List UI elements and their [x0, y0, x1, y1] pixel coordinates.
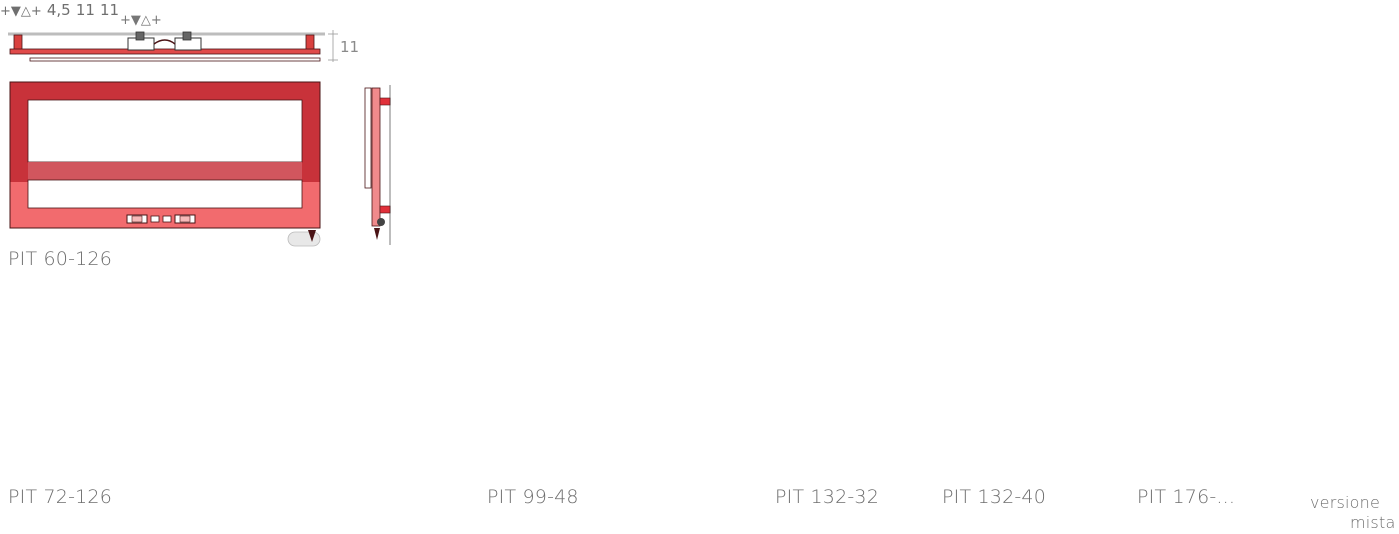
label-pit-72-126: PIT 72-126: [8, 486, 113, 508]
label-pit-132-32: PIT 132-32: [775, 486, 880, 508]
dimension-label-3: 11: [75, 1, 95, 19]
label-pit-99-48: PIT 99-48: [487, 486, 579, 508]
top-view-1: +▼△+ 11: [8, 13, 359, 62]
label-pit-176: PIT 176-...: [1137, 486, 1236, 508]
label-mista: mista: [1350, 513, 1396, 532]
dimension-label-2: 4,5: [46, 1, 71, 19]
label-pit-132-40: PIT 132-40: [942, 486, 1047, 508]
dimension-label-4: 11: [100, 1, 120, 19]
label-pit-60-126: PIT 60-126: [8, 248, 113, 270]
flow-symbol-2: +▼△+: [0, 4, 42, 19]
dimension-label-1: 11: [340, 38, 359, 56]
label-versione: versione: [1310, 493, 1381, 512]
side-view-4: 11: [100, 0, 119, 19]
side-view-1: [364, 85, 391, 245]
flow-symbol-1: +▼△+: [120, 13, 162, 28]
top-view-2: +▼△+ 4,5: [0, 0, 76, 19]
radiator-pit-60-126: [9, 81, 321, 247]
top-view-3: 11: [76, 0, 100, 19]
